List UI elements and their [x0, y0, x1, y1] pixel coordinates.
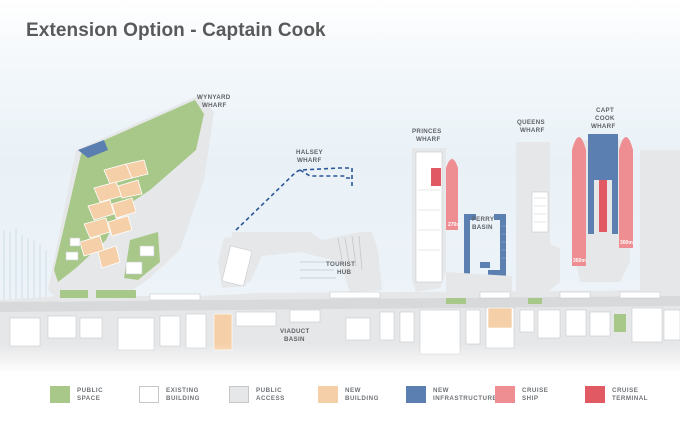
halsey-wharf-outline[interactable]	[235, 167, 353, 231]
public-space-swatch	[50, 386, 70, 403]
legend-label: SPACE	[77, 395, 101, 402]
label-ferry-basin-line1: FERRY	[472, 216, 495, 223]
label-viaduct-basin-line1: VIADUCT	[280, 328, 310, 335]
wynyard-new-infrastructure	[78, 140, 108, 158]
legend-label: TERMINAL	[612, 395, 648, 402]
captain-cook-cruise-terminal[interactable]	[599, 180, 607, 232]
wynyard-new-buildings	[79, 159, 149, 269]
legend-label: NEW	[345, 387, 361, 394]
cruise-ship-swatch	[495, 386, 515, 403]
quay-street-road	[0, 296, 680, 312]
waterfront-public-space	[60, 290, 626, 332]
label-queens-wharf-line2: WHARF	[520, 127, 545, 134]
ship-length-large: 300m	[620, 240, 633, 246]
legend-label: ACCESS	[256, 395, 285, 402]
label-captain-cook-line3: WHARF	[591, 123, 616, 130]
map-title: Extension Option - Captain Cook	[26, 20, 326, 41]
legend-label: BUILDING	[345, 395, 379, 402]
legend-label: EXISTING	[166, 387, 199, 394]
legend-label: CRUISE	[612, 387, 639, 394]
label-queens-wharf-line1: QUEENS	[517, 119, 545, 126]
waterfront-map: 270m 350m 300m	[0, 94, 680, 374]
ship-length-small: 270m	[448, 222, 461, 228]
city-new-buildings	[213, 307, 513, 351]
legend-label: BUILDING	[166, 395, 200, 402]
legend-label: PUBLIC	[77, 387, 104, 394]
cruise-terminal-swatch	[585, 386, 605, 403]
existing-building-swatch	[139, 386, 159, 403]
label-captain-cook-line2: COOK	[595, 115, 615, 122]
label-halsey-wharf-line2: WHARF	[297, 157, 322, 164]
label-captain-cook-line1: CAPT	[596, 107, 614, 114]
ship-length-medium: 350m	[573, 258, 586, 264]
label-princes-wharf-line2: WHARF	[416, 136, 441, 143]
legend-label: INFRASTRUCTURE	[433, 395, 498, 402]
cruise-ship-captain-cook-east[interactable]	[619, 137, 633, 248]
new-building-swatch	[318, 386, 338, 403]
princes-cruise-terminal	[431, 168, 441, 186]
label-ferry-basin-line2: BASIN	[472, 224, 493, 231]
legend-label: CRUISE	[522, 387, 549, 394]
new-infrastructure-swatch	[406, 386, 426, 403]
viaduct-moorings	[300, 235, 363, 279]
cruise-ship-princes[interactable]	[446, 159, 458, 230]
captain-cook-new-infrastructure[interactable]	[588, 134, 618, 234]
public-access-swatch	[229, 386, 249, 403]
legend-label: PUBLIC	[256, 387, 283, 394]
label-tourist-hub-line2: HUB	[337, 269, 352, 276]
marina-moorings	[3, 228, 47, 300]
legend-label: NEW	[433, 387, 449, 394]
marsden-wharf	[640, 150, 680, 290]
label-princes-wharf-line1: PRINCES	[412, 128, 442, 135]
label-halsey-wharf-line1: HALSEY	[296, 149, 323, 156]
ferry-basin-quay	[446, 272, 512, 292]
label-tourist-hub-line1: TOURIST	[326, 261, 355, 268]
tourist-hub-wharf	[232, 232, 382, 292]
label-wynyard-wharf-line2: WHARF	[202, 102, 227, 109]
princes-wharf-details	[418, 189, 440, 251]
wynyard-existing-buildings	[65, 237, 155, 275]
tourist-hub-building	[221, 245, 253, 287]
legend-label: SHIP	[522, 395, 539, 402]
cruise-ship-captain-cook-west[interactable]	[572, 137, 586, 266]
ferry-basin-pontoons	[501, 225, 506, 259]
ferry-basin-infrastructure	[464, 214, 506, 278]
queens-shed-lines	[534, 197, 546, 223]
label-viaduct-basin-line2: BASIN	[284, 336, 305, 343]
label-wynyard-wharf-line1: WYNYARD	[197, 94, 231, 101]
